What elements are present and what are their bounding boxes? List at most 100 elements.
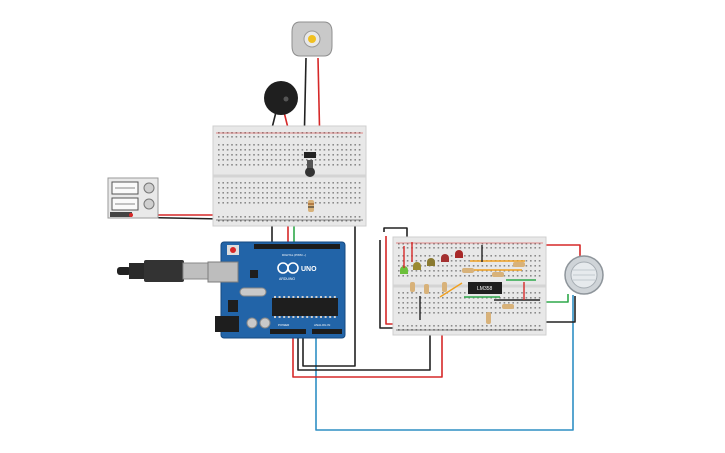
- breadboard-hole: [336, 187, 339, 189]
- usb-plug-icon[interactable]: [117, 260, 210, 282]
- breadboard-hole: [240, 197, 242, 199]
- breadboard-hole: [235, 182, 238, 184]
- breadboard-hole: [332, 144, 334, 146]
- breadboard-hole: [455, 265, 457, 267]
- breadboard-hole: [442, 302, 444, 304]
- breadboard-hole: [398, 243, 400, 245]
- breadboard-hole: [525, 307, 528, 309]
- breadboard-hole: [345, 144, 348, 146]
- piezo-buzzer-icon[interactable]: [264, 81, 298, 115]
- breadboard-hole: [328, 154, 330, 156]
- breadboard-hole: [297, 187, 299, 189]
- breadboard-hole: [244, 164, 246, 166]
- breadboard-hole: [336, 202, 339, 204]
- chip-pin: [310, 316, 313, 318]
- breadboard-hole: [218, 202, 220, 204]
- wire-red-left-loop[interactable]: [385, 236, 393, 325]
- gas-sensor-icon[interactable]: [564, 255, 604, 295]
- breadboard-hole: [323, 202, 326, 204]
- breadboard-hole: [455, 292, 457, 294]
- breadboard-hole: [521, 243, 523, 245]
- breadboard-hole: [350, 149, 352, 151]
- breadboard-hole: [415, 260, 418, 262]
- breadboard-hole: [464, 307, 466, 309]
- led-icon-olive-2[interactable]: [427, 258, 435, 266]
- breadboard-hole: [477, 297, 479, 299]
- breadboard-hole: [266, 216, 268, 218]
- breadboard-hole: [494, 297, 497, 299]
- breadboard-hole: [323, 159, 326, 161]
- breadboard-hole: [538, 307, 541, 309]
- breadboard-hole: [248, 182, 251, 184]
- led-icon-green[interactable]: [400, 266, 408, 274]
- breadboard-hole: [398, 302, 400, 304]
- breadboard-hole: [442, 247, 444, 249]
- chip-pin: [320, 316, 322, 318]
- breadboard-hole: [319, 192, 321, 194]
- breadboard-hole: [442, 243, 444, 245]
- breadboard-hole: [336, 159, 339, 161]
- breadboard-hole: [248, 197, 251, 199]
- breadboard-hole: [406, 292, 409, 294]
- wire-black-top-right[interactable]: [383, 227, 408, 240]
- wire-red-bottom[interactable]: [292, 330, 443, 378]
- dc-motor-icon[interactable]: [291, 21, 333, 57]
- breadboard-hole: [411, 270, 413, 272]
- led-icon-olive-1[interactable]: [413, 262, 421, 270]
- breadboard-hole: [240, 220, 242, 222]
- breadboard-hole: [279, 154, 282, 156]
- breadboard-hole: [341, 187, 343, 189]
- breadboard-hole: [350, 216, 352, 218]
- wire-blue-sensor[interactable]: [315, 295, 574, 431]
- breadboard-hole: [275, 136, 277, 138]
- breadboard-hole: [512, 270, 514, 272]
- breadboard-hole: [226, 220, 229, 222]
- breadboard-hole: [314, 192, 317, 194]
- breadboard-hole: [350, 202, 352, 204]
- breadboard-hole: [231, 216, 233, 218]
- breadboard-hole: [284, 187, 286, 189]
- breadboard-hole: [433, 255, 435, 257]
- breadboard-hole: [345, 220, 348, 222]
- breadboard-hole: [288, 182, 290, 184]
- breadboard-hole: [244, 192, 246, 194]
- breadboard-hole: [499, 243, 501, 245]
- breadboard-hole: [248, 154, 251, 156]
- led-icon-red-1[interactable]: [441, 254, 449, 262]
- breadboard-hole: [472, 243, 475, 245]
- led-icon-red-2[interactable]: [455, 250, 463, 258]
- breadboard-hole: [248, 192, 251, 194]
- breadboard-hole: [301, 149, 304, 151]
- breadboard-hole: [472, 302, 475, 304]
- slide-switch-icon[interactable]: [107, 177, 159, 219]
- breadboard-hole: [240, 154, 242, 156]
- chip-pin: [301, 296, 304, 298]
- wire-black-bottom-1[interactable]: [297, 330, 431, 371]
- breadboard-hole: [266, 220, 268, 222]
- breadboard-hole: [253, 144, 255, 146]
- lm358-ic[interactable]: LM358: [468, 282, 502, 294]
- breadboard-hole: [415, 297, 418, 299]
- breadboard-hole: [406, 255, 409, 257]
- breadboard-hole: [253, 154, 255, 156]
- breadboard-hole: [328, 164, 330, 166]
- breadboard-hole: [262, 154, 264, 156]
- breadboard-hole: [468, 247, 470, 249]
- wire-black-sensor[interactable]: [540, 296, 576, 323]
- resistors-right[interactable]: [410, 262, 525, 324]
- transistor[interactable]: [304, 152, 316, 177]
- breadboard-hole: [345, 164, 348, 166]
- breadboard-hole: [297, 182, 299, 184]
- breadboard-hole: [226, 164, 229, 166]
- breadboard-hole: [306, 187, 308, 189]
- wire-black-left-loop[interactable]: [379, 240, 393, 329]
- breadboard-hole: [319, 159, 321, 161]
- breadboard-hole: [530, 265, 532, 267]
- breadboard-hole: [358, 220, 361, 222]
- arduino-uno-board[interactable]: UNO ARDUINO DIGITAL (PWM ~) POWER ANALOG…: [207, 241, 346, 339]
- breadboard-hole: [424, 302, 426, 304]
- resistor-top[interactable]: [308, 200, 314, 212]
- breadboard-hole: [459, 297, 462, 299]
- wire-black-bottom-2[interactable]: [302, 214, 356, 367]
- breadboard-hole: [345, 192, 348, 194]
